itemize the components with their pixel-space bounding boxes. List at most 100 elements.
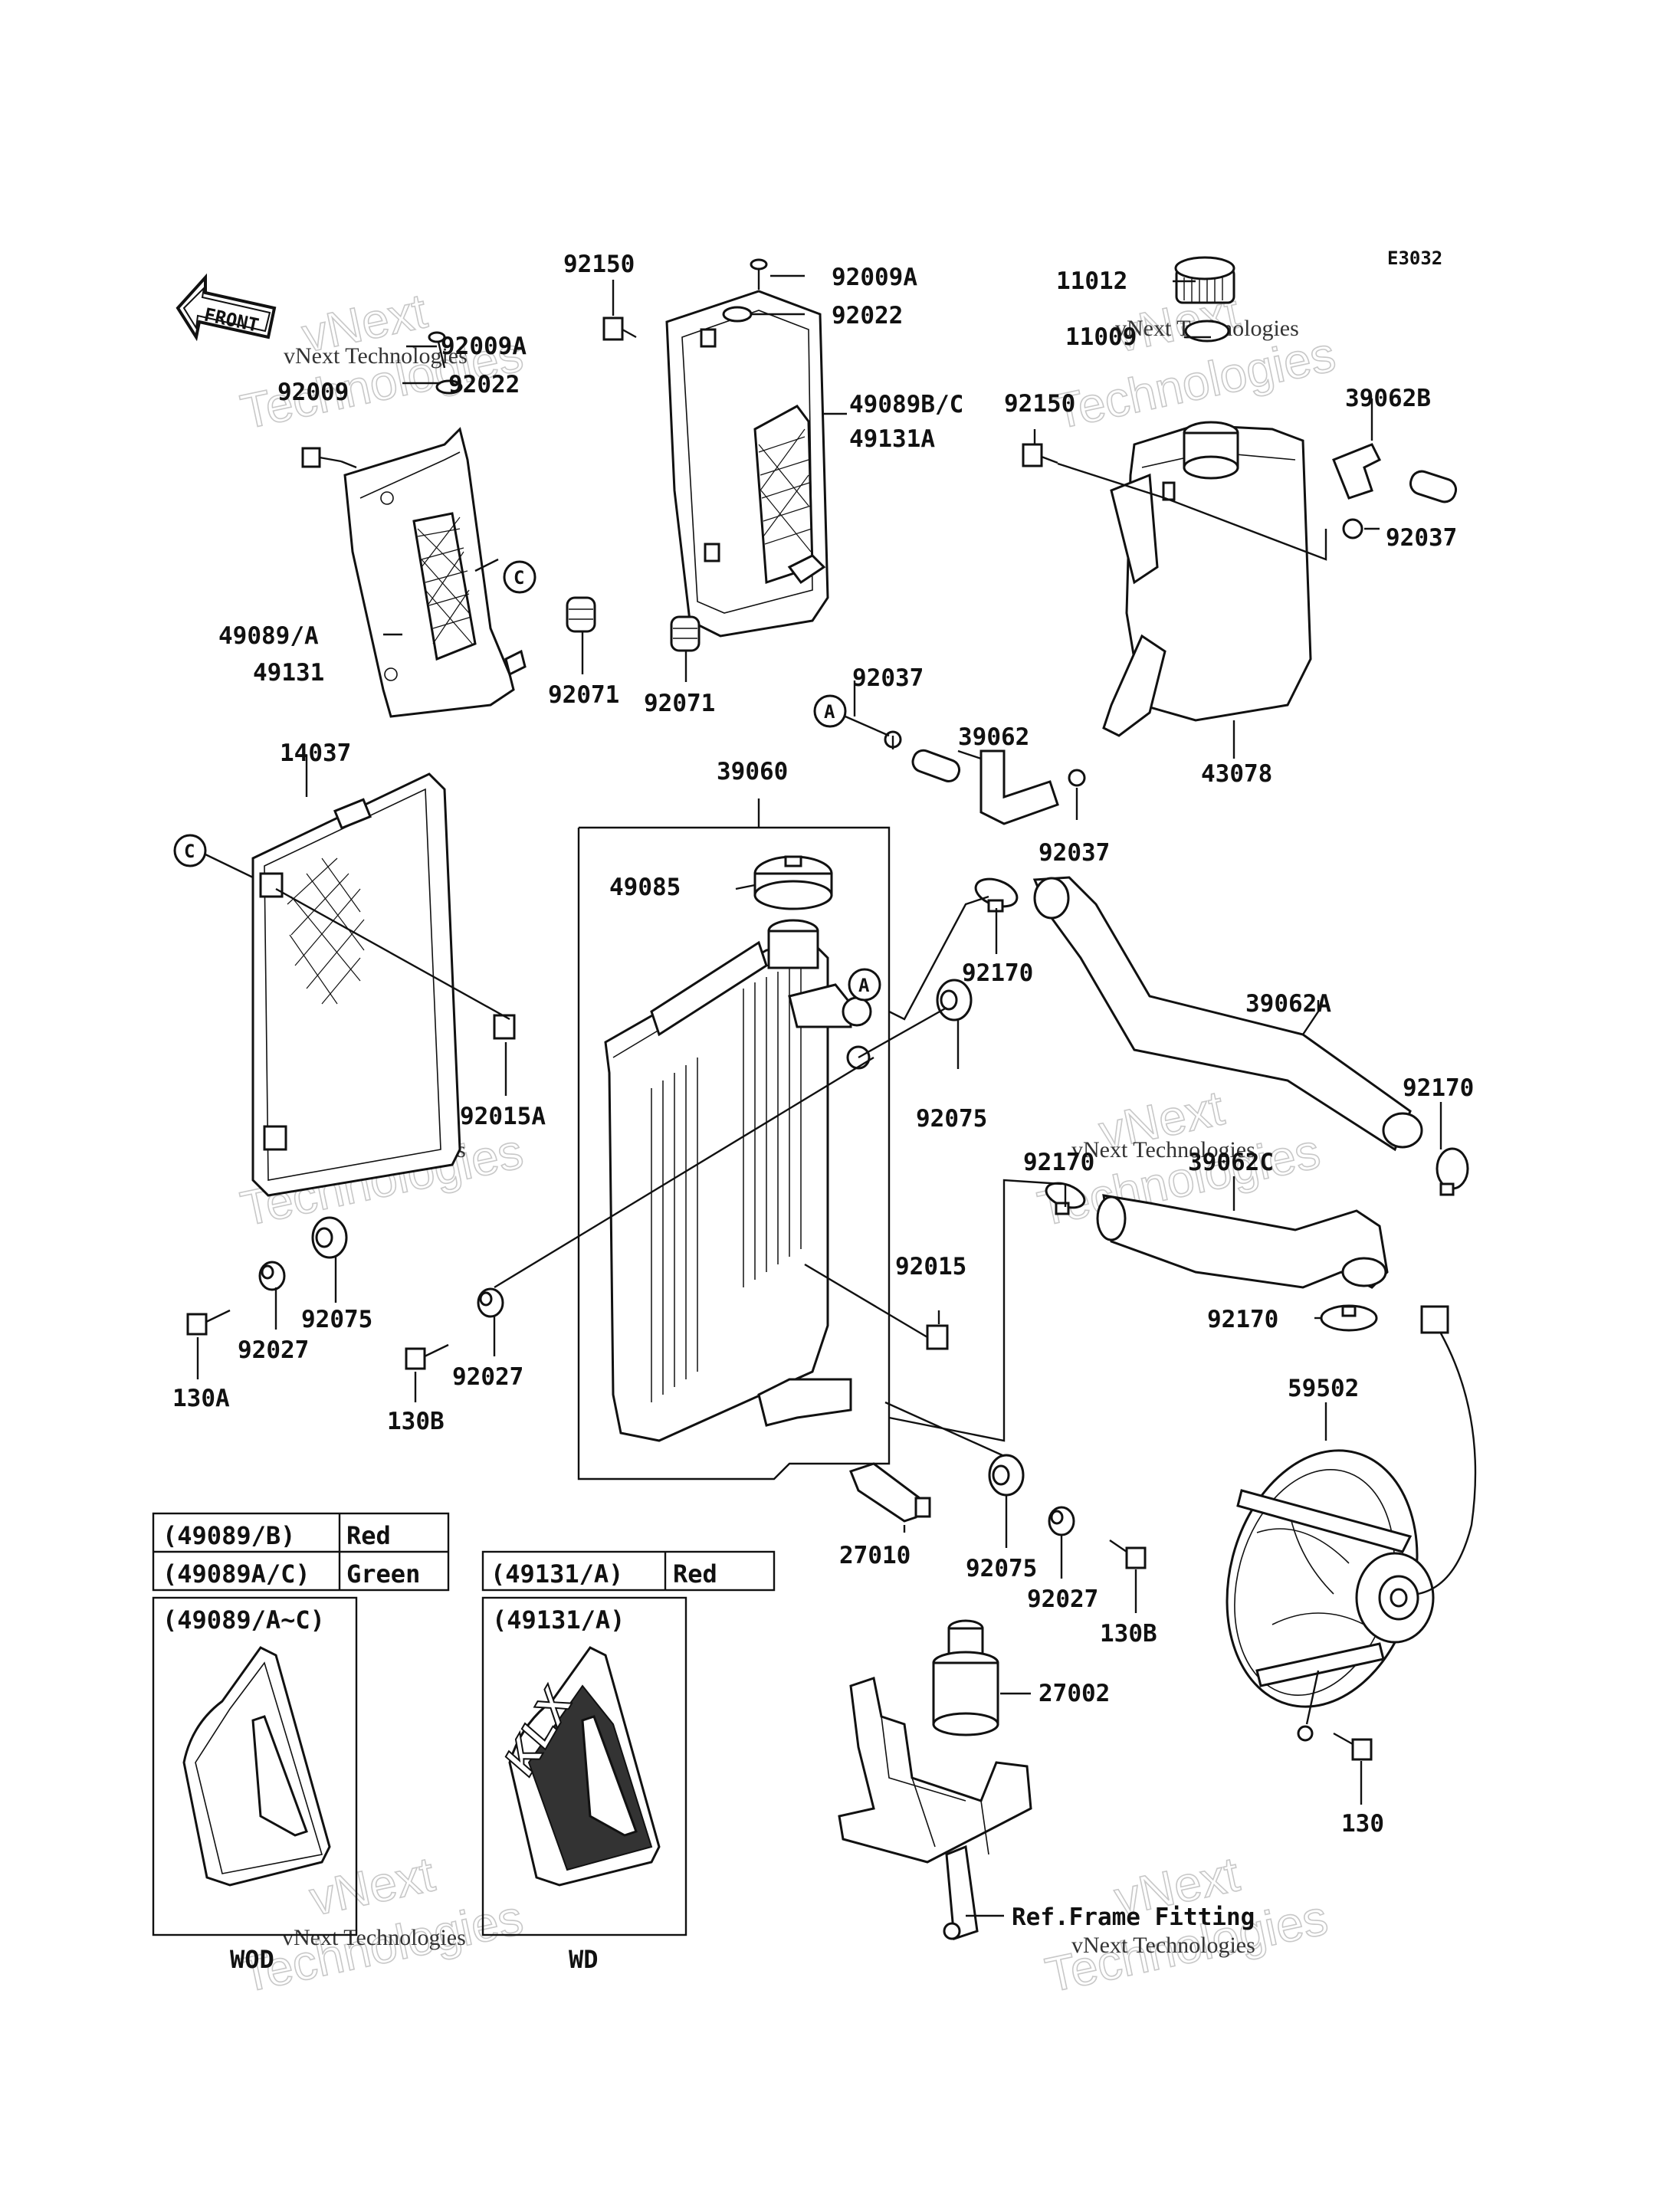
callout-C-shroud: C bbox=[503, 560, 536, 594]
label-92015A: 92015A bbox=[460, 1103, 546, 1130]
radiator-39060 bbox=[604, 919, 872, 1442]
hose-39062A bbox=[1032, 876, 1423, 1152]
relay-27002 bbox=[932, 1619, 999, 1736]
front-arrow-icon: FRONT bbox=[176, 273, 277, 342]
label-27002: 27002 bbox=[1039, 1680, 1110, 1707]
grommet-92075-a bbox=[936, 979, 973, 1021]
color-table-right: (49131/A) Red bbox=[481, 1550, 776, 1592]
label-92009A: 92009A bbox=[832, 264, 917, 291]
radiator-guard-14037 bbox=[251, 772, 461, 1197]
color-table-color: Green bbox=[346, 1559, 420, 1589]
label-49085: 49085 bbox=[609, 874, 681, 901]
svg-text:A: A bbox=[824, 701, 835, 723]
nut-92015A bbox=[493, 1014, 516, 1040]
label-ref-frame-fitting: Ref.Frame Fitting bbox=[1012, 1904, 1255, 1931]
color-table-part: (49089A/C) bbox=[162, 1559, 310, 1589]
svg-text:A: A bbox=[858, 975, 870, 996]
bolt-130A bbox=[186, 1309, 231, 1336]
color-table-color: Red bbox=[673, 1559, 717, 1589]
gasket-11009 bbox=[1184, 320, 1230, 343]
label-92170: 92170 bbox=[1023, 1149, 1094, 1176]
clamp-92170-c bbox=[1045, 1182, 1086, 1215]
fan-switch-27010 bbox=[849, 1462, 931, 1523]
label-14037: 14037 bbox=[280, 739, 351, 767]
bolt-92009 bbox=[301, 447, 357, 469]
label-92037: 92037 bbox=[1386, 524, 1457, 552]
svg-text:C: C bbox=[514, 567, 524, 589]
label-130B: 130B bbox=[1100, 1620, 1157, 1648]
label-92075: 92075 bbox=[966, 1555, 1037, 1582]
part-labels: 92150 92009A 92022 92009A 92022 92009 49… bbox=[172, 251, 1474, 1931]
grommet-92071-b bbox=[670, 615, 701, 652]
nut-92015 bbox=[926, 1324, 949, 1350]
label-39060: 39060 bbox=[717, 758, 788, 785]
reserve-tank-43078 bbox=[1102, 421, 1312, 737]
decal-caption-wd: WD bbox=[569, 1945, 599, 1974]
label-130B: 130B bbox=[387, 1408, 445, 1435]
label-39062B: 39062B bbox=[1345, 385, 1431, 412]
clip-92037-right bbox=[1342, 518, 1363, 539]
label-11009: 11009 bbox=[1065, 323, 1137, 351]
clamp-92170-b bbox=[1436, 1147, 1469, 1196]
grommet-92075-c bbox=[988, 1454, 1025, 1497]
radiator-cap-49085 bbox=[753, 855, 833, 910]
clamp-92170-d bbox=[1320, 1304, 1378, 1332]
label-92015: 92015 bbox=[895, 1253, 966, 1280]
label-39062C: 39062C bbox=[1188, 1149, 1274, 1176]
watermark-small: vNext Technologies bbox=[1071, 1137, 1255, 1162]
collar-92027-a bbox=[258, 1261, 286, 1291]
screw-92009A-left bbox=[428, 331, 463, 395]
label-130A: 130A bbox=[172, 1385, 230, 1412]
collar-92027-b bbox=[477, 1287, 504, 1318]
label-39062: 39062 bbox=[958, 723, 1029, 751]
bolt-130B-a bbox=[405, 1343, 449, 1370]
fan-59502 bbox=[1226, 1305, 1477, 1742]
callout-A-radiator: A bbox=[848, 968, 881, 1002]
grommet-92071-a bbox=[566, 596, 596, 633]
clip-92037-low bbox=[1068, 769, 1086, 787]
watermark-small: vNext Technologies bbox=[284, 343, 468, 369]
decal-box-title: (49131/A) bbox=[492, 1605, 625, 1635]
label-43078: 43078 bbox=[1201, 760, 1272, 788]
label-49089BC: 49089B/C bbox=[849, 391, 963, 418]
hose-39062B bbox=[1332, 443, 1458, 503]
label-92071: 92071 bbox=[548, 681, 619, 709]
bolt-130 bbox=[1333, 1732, 1373, 1761]
label-92022: 92022 bbox=[448, 371, 520, 398]
label-92170: 92170 bbox=[1207, 1306, 1278, 1333]
label-92009: 92009 bbox=[277, 379, 349, 406]
bolt-92150-left bbox=[602, 316, 637, 341]
label-92150: 92150 bbox=[1004, 390, 1075, 418]
label-92075: 92075 bbox=[916, 1105, 987, 1133]
label-92075: 92075 bbox=[301, 1306, 372, 1333]
label-92170: 92170 bbox=[1403, 1074, 1474, 1102]
label-92071: 92071 bbox=[644, 690, 715, 717]
label-92037: 92037 bbox=[1039, 839, 1110, 867]
grommet-92075-b bbox=[311, 1216, 348, 1259]
label-92150: 92150 bbox=[563, 251, 635, 278]
label-92022: 92022 bbox=[832, 302, 903, 330]
callout-A-top: A bbox=[813, 694, 890, 737]
shroud-top-49089BC bbox=[665, 290, 829, 638]
color-table-part: (49089/B) bbox=[162, 1521, 295, 1550]
label-27010: 27010 bbox=[839, 1542, 911, 1569]
label-92037: 92037 bbox=[852, 664, 924, 692]
color-table-part: (49131/A) bbox=[491, 1559, 623, 1589]
color-table-color: Red bbox=[346, 1521, 391, 1550]
label-130: 130 bbox=[1341, 1810, 1384, 1838]
decal-box-left: (49089/A~C) WOD bbox=[152, 1596, 358, 1974]
label-39062A: 39062A bbox=[1245, 990, 1331, 1018]
watermark-small: vNext Technologies bbox=[1071, 1933, 1255, 1958]
collar-92027-c bbox=[1048, 1506, 1075, 1536]
diagram-code: E3032 bbox=[1387, 248, 1442, 269]
bolt-92150-right bbox=[1022, 443, 1058, 467]
label-49131A: 49131A bbox=[849, 425, 935, 453]
watermark-top-left: vNext Technologies vNext Technologies bbox=[235, 282, 528, 440]
decal-box-title: (49089/A~C) bbox=[162, 1605, 325, 1635]
shroud-left-49089A bbox=[343, 427, 527, 718]
radiator-group-box bbox=[577, 826, 891, 1481]
watermark-top-right: vNext Technologies vNext Technologies bbox=[1048, 282, 1340, 440]
label-49089A: 49089/A bbox=[218, 622, 319, 650]
label-92027: 92027 bbox=[452, 1363, 523, 1391]
